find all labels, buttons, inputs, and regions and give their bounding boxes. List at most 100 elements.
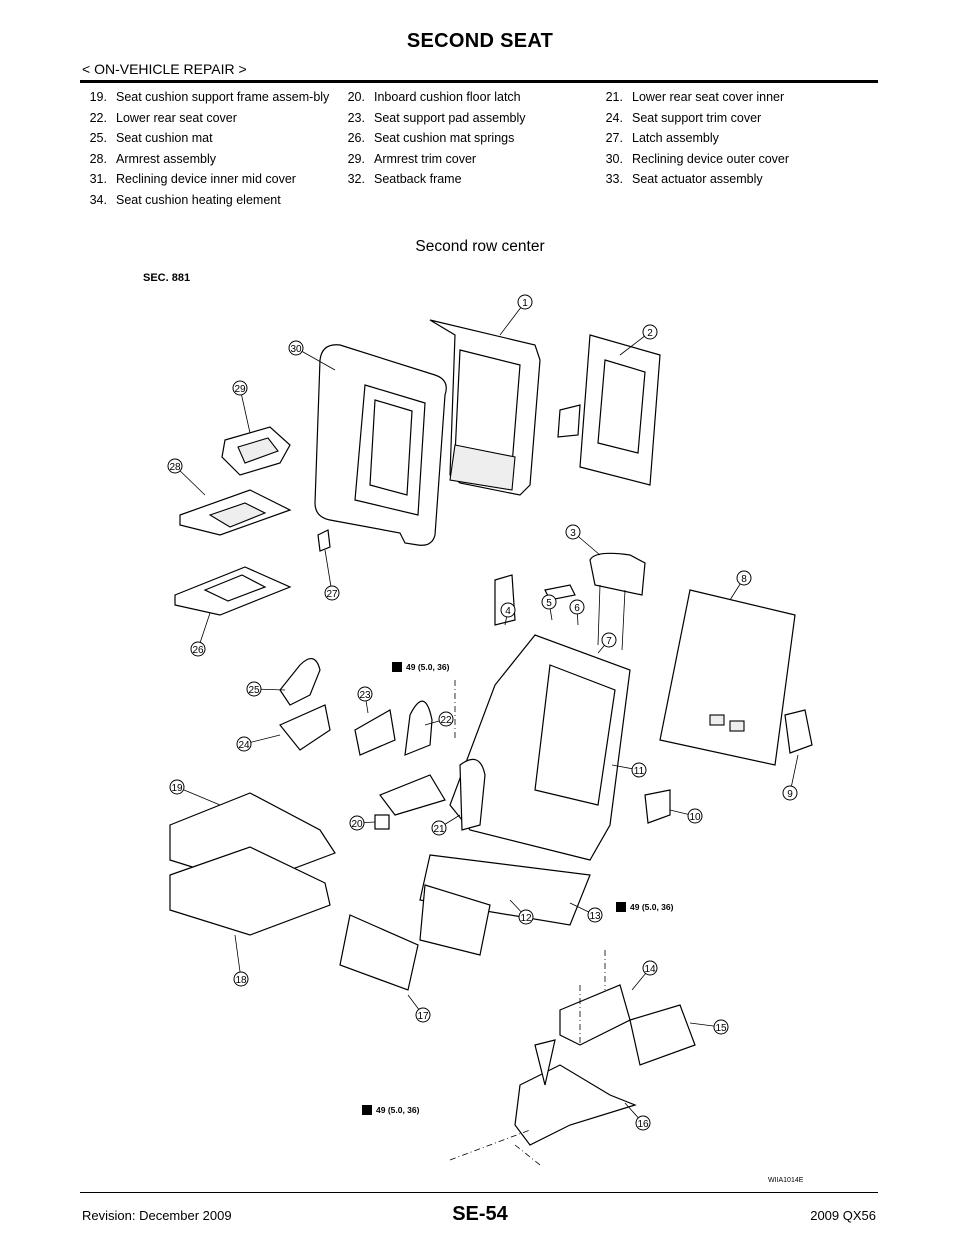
svg-text:30: 30 — [290, 344, 302, 355]
torque-spec: 49 (5.0, 36) — [362, 1105, 420, 1115]
legend-number: 19. — [89, 90, 107, 104]
seatback-cover-part — [314, 344, 447, 546]
install-line — [449, 1129, 531, 1161]
parts-legend: 19.Seat cushion support frame assem-bly … — [82, 89, 882, 212]
callout-7: 7 — [597, 632, 617, 654]
svg-text:1: 1 — [522, 298, 528, 309]
callout-20: 20 — [349, 815, 376, 831]
legend-text: Seat cushion mat springs — [374, 131, 515, 145]
callout-6: 6 — [569, 599, 585, 626]
legend-number: 33. — [605, 172, 623, 186]
bracket-parts — [514, 984, 696, 1146]
legend-number: 21. — [605, 90, 623, 104]
page-number: SE-54 — [452, 1203, 508, 1225]
svg-text:6: 6 — [574, 603, 580, 614]
svg-text:3: 3 — [570, 528, 576, 539]
legend-row: 28.Armrest assembly 29.Armrest trim cove… — [82, 151, 882, 167]
svg-text:10: 10 — [689, 812, 701, 823]
torque-spec: 49 (5.0, 36) — [616, 902, 674, 912]
callout-27: 27 — [324, 549, 340, 601]
callout-4: 4 — [500, 602, 516, 626]
legend-row: 19.Seat cushion support frame assem-bly … — [82, 89, 882, 105]
legend-text: Reclining device inner mid cover — [116, 172, 296, 186]
legend-number: 27. — [605, 131, 623, 145]
legend-text: Seat cushion mat — [116, 131, 213, 145]
torque-spec: 49 (5.0, 36) — [392, 662, 450, 672]
callout-1: 1 — [499, 294, 533, 336]
callout-3: 3 — [565, 524, 601, 556]
svg-text:21: 21 — [433, 824, 445, 835]
legend-text: Seat actuator assembly — [632, 172, 763, 186]
back-panel-part — [557, 334, 661, 486]
svg-text:20: 20 — [351, 819, 363, 830]
callout-23: 23 — [357, 686, 373, 714]
callout-16: 16 — [624, 1102, 651, 1131]
legend-number: 23. — [347, 110, 365, 125]
svg-text:18: 18 — [235, 975, 247, 986]
svg-text:17: 17 — [417, 1011, 429, 1022]
callout-22: 22 — [424, 711, 454, 727]
legend-text: Lower rear seat cover inner — [632, 90, 785, 104]
legend-text: Seat cushion heating element — [116, 192, 281, 207]
legend-number: 22. — [89, 110, 107, 125]
legend-number: 20. — [347, 90, 365, 104]
callout-14: 14 — [631, 960, 658, 991]
svg-text:19: 19 — [171, 783, 183, 794]
footer-rule — [80, 1192, 878, 1193]
legend-text: Reclining device outer cover — [632, 151, 790, 166]
legend-text: Seat cushion support frame assem-bly — [116, 90, 330, 104]
callout-13: 13 — [569, 902, 603, 923]
headrest-part — [589, 552, 646, 651]
figure-caption: Second row center — [415, 238, 545, 255]
callout-25: 25 — [246, 681, 286, 697]
legend-number: 25. — [89, 131, 107, 145]
callout-17: 17 — [407, 994, 431, 1023]
legend-number: 29. — [347, 151, 365, 166]
callout-21: 21 — [431, 814, 461, 836]
small-parts — [279, 574, 671, 831]
svg-text:28: 28 — [169, 462, 181, 473]
svg-text:7: 7 — [606, 636, 612, 647]
vehicle-model: 2009 QX56 — [810, 1208, 876, 1223]
svg-text:24: 24 — [238, 740, 250, 751]
svg-text:49 (5.0, 36): 49 (5.0, 36) — [406, 662, 450, 672]
figure-id: WIIA1014E — [768, 1177, 804, 1184]
svg-text:4: 4 — [505, 606, 511, 617]
svg-text:26: 26 — [192, 645, 204, 656]
legend-text: Armrest assembly — [116, 151, 217, 166]
svg-text:5: 5 — [546, 598, 552, 609]
revision-date: Revision: December 2009 — [82, 1208, 232, 1223]
header-rule — [80, 80, 878, 83]
svg-text:9: 9 — [787, 789, 793, 800]
callout-5: 5 — [541, 594, 557, 621]
legend-row: 25.Seat cushion mat 26.Seat cushion mat … — [82, 130, 882, 146]
svg-text:49 (5.0, 36): 49 (5.0, 36) — [630, 902, 674, 912]
svg-text:15: 15 — [715, 1023, 727, 1034]
legend-number: 31. — [89, 172, 107, 186]
floor-panel-part — [339, 914, 419, 991]
callout-12: 12 — [509, 899, 534, 925]
callout-30: 30 — [288, 340, 336, 371]
exploded-seat-diagram: 49 (5.0, 36) 49 (5.0, 36) 49 (5.0, 36) W… — [167, 294, 813, 1184]
cushion-parts — [169, 792, 336, 936]
breadcrumb: < ON-VEHICLE REPAIR > — [82, 61, 247, 77]
legend-text: Inboard cushion floor latch — [374, 90, 521, 104]
armrest-parts — [174, 426, 331, 616]
callout-19: 19 — [169, 779, 221, 806]
svg-text:8: 8 — [741, 574, 747, 585]
callout-8: 8 — [729, 570, 752, 601]
seatback-inner-part — [429, 319, 541, 496]
legend-row: 34.Seat cushion heating element — [82, 192, 882, 208]
page-title: SECOND SEAT — [406, 30, 554, 52]
rear-board-part — [659, 589, 813, 766]
svg-text:14: 14 — [644, 964, 656, 975]
legend-number: 32. — [347, 172, 365, 186]
callout-28: 28 — [167, 458, 206, 496]
legend-text: Lower rear seat cover — [116, 110, 237, 125]
callout-24: 24 — [236, 734, 281, 752]
callout-9: 9 — [782, 754, 799, 801]
svg-text:27: 27 — [326, 589, 338, 600]
seat-frame-part — [419, 634, 631, 956]
svg-text:29: 29 — [234, 384, 246, 395]
svg-text:23: 23 — [359, 690, 371, 701]
